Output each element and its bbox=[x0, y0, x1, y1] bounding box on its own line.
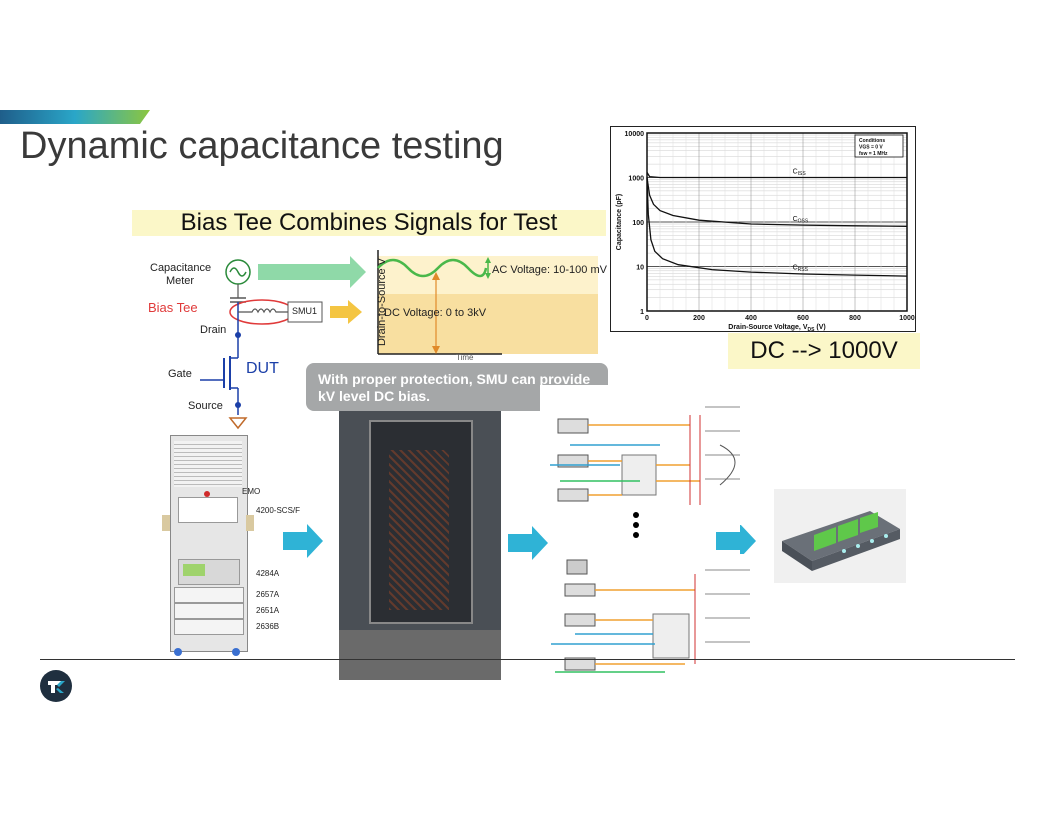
conditions-text: VGS = 0 V bbox=[859, 145, 883, 151]
test-setup-photo bbox=[339, 410, 501, 680]
flow-arrow-icon bbox=[508, 526, 548, 560]
rack-wheel-left bbox=[174, 648, 182, 656]
header-accent-bar bbox=[0, 110, 150, 124]
ac-signal-arrow bbox=[258, 256, 366, 288]
wiring-schematic-top bbox=[540, 385, 748, 525]
conditions-text: fsw = 1 MHz bbox=[859, 151, 888, 157]
source-label: Source bbox=[188, 400, 223, 412]
rack-4284a-unit bbox=[178, 559, 240, 585]
circuit-svg bbox=[200, 250, 598, 430]
x-tick-label: 1000 bbox=[899, 315, 915, 322]
rack-handle-right bbox=[246, 515, 254, 531]
rack-2651a-unit bbox=[174, 603, 244, 619]
rack-handle-left bbox=[162, 515, 170, 531]
rack-label-2651a: 2651A bbox=[256, 606, 280, 615]
flow-arrow-icon bbox=[716, 524, 756, 558]
conditions-text: Conditions bbox=[859, 138, 885, 144]
voltage-axis-label: Drain-to-Source V bbox=[376, 257, 388, 347]
footer-rule bbox=[40, 659, 1015, 660]
y-axis-label: Capacitance (pF) bbox=[616, 194, 623, 250]
dc-range-label: DC --> 1000V bbox=[728, 333, 920, 369]
slide-title: Dynamic capacitance testing bbox=[20, 125, 504, 167]
logo-mark-icon bbox=[48, 681, 65, 693]
conditions-box bbox=[854, 134, 904, 158]
rack-label-4284a: 4284A bbox=[256, 569, 280, 578]
drain-label: Drain bbox=[200, 324, 227, 336]
y-tick-label: 10 bbox=[636, 265, 644, 272]
time-label: Time bbox=[456, 353, 474, 362]
bias-tee-label: Bias Tee bbox=[148, 300, 198, 315]
series-line-ciss bbox=[646, 172, 907, 179]
rack-label-2636b: 2636B bbox=[256, 622, 280, 631]
y-tick-label: 1 bbox=[640, 309, 644, 316]
dc-signal-arrow bbox=[330, 300, 362, 324]
rack-label-4200: 4200-SCS/F bbox=[256, 506, 301, 515]
series-line-coss bbox=[646, 177, 908, 227]
rack-2657a-unit bbox=[174, 587, 244, 603]
x-tick-label: 200 bbox=[693, 315, 705, 322]
ac-wave bbox=[377, 258, 488, 278]
rack-4200-unit bbox=[178, 497, 238, 523]
series-label-ciss: CISS bbox=[793, 169, 807, 178]
rack-2636b-unit bbox=[174, 619, 244, 635]
x-tick-label: 400 bbox=[745, 315, 757, 322]
wiring-schematic-bottom bbox=[545, 554, 753, 680]
company-logo bbox=[40, 670, 72, 702]
dc-voltage-label: DC Voltage: 0 to 3kV bbox=[384, 307, 487, 319]
rack-label-emo: EMO bbox=[242, 487, 261, 496]
capacitance-chart-svg: 0 200 400 600 800 1000 1 10 100 1000 10000Drain-So… bbox=[616, 131, 915, 333]
x-tick-label: 800 bbox=[849, 315, 861, 322]
series-label-coss: COSS bbox=[793, 216, 809, 225]
rack-label-2657a: 2657A bbox=[256, 590, 280, 599]
rack-vent bbox=[174, 441, 242, 487]
y-tick-label: 1000 bbox=[628, 176, 644, 183]
bias-tee-heading: Bias Tee Combines Signals for Test bbox=[132, 210, 606, 236]
capacitance-meter-label: Capacitance Meter bbox=[150, 262, 212, 287]
x-tick-label: 0 bbox=[645, 315, 649, 322]
emo-button bbox=[204, 491, 210, 497]
bias-tee-circuit-diagram: Capacitance Meter Bias Tee SMU1 Drain Ga… bbox=[140, 250, 610, 430]
plot-frame bbox=[646, 132, 908, 312]
series-label-crss: CRSS bbox=[793, 265, 809, 274]
ellipsis-dots bbox=[633, 512, 641, 538]
dut-label: DUT bbox=[246, 360, 279, 377]
ac-voltage-label: AC Voltage: 10-100 mV bbox=[492, 264, 607, 276]
y-tick-label: 10000 bbox=[625, 131, 645, 138]
flow-arrow-icon bbox=[283, 524, 323, 558]
x-axis-label: Drain-Source Voltage, VDS (V) bbox=[728, 324, 825, 333]
smu-label: SMU1 bbox=[292, 306, 318, 316]
instrument-rack bbox=[160, 435, 270, 657]
x-tick-label: 600 bbox=[797, 315, 809, 322]
rack-wheel-right bbox=[232, 648, 240, 656]
y-tick-label: 100 bbox=[632, 220, 644, 227]
series-line-crss bbox=[646, 177, 908, 277]
gate-label: Gate bbox=[168, 368, 192, 380]
fixture-3d-render bbox=[774, 489, 906, 583]
